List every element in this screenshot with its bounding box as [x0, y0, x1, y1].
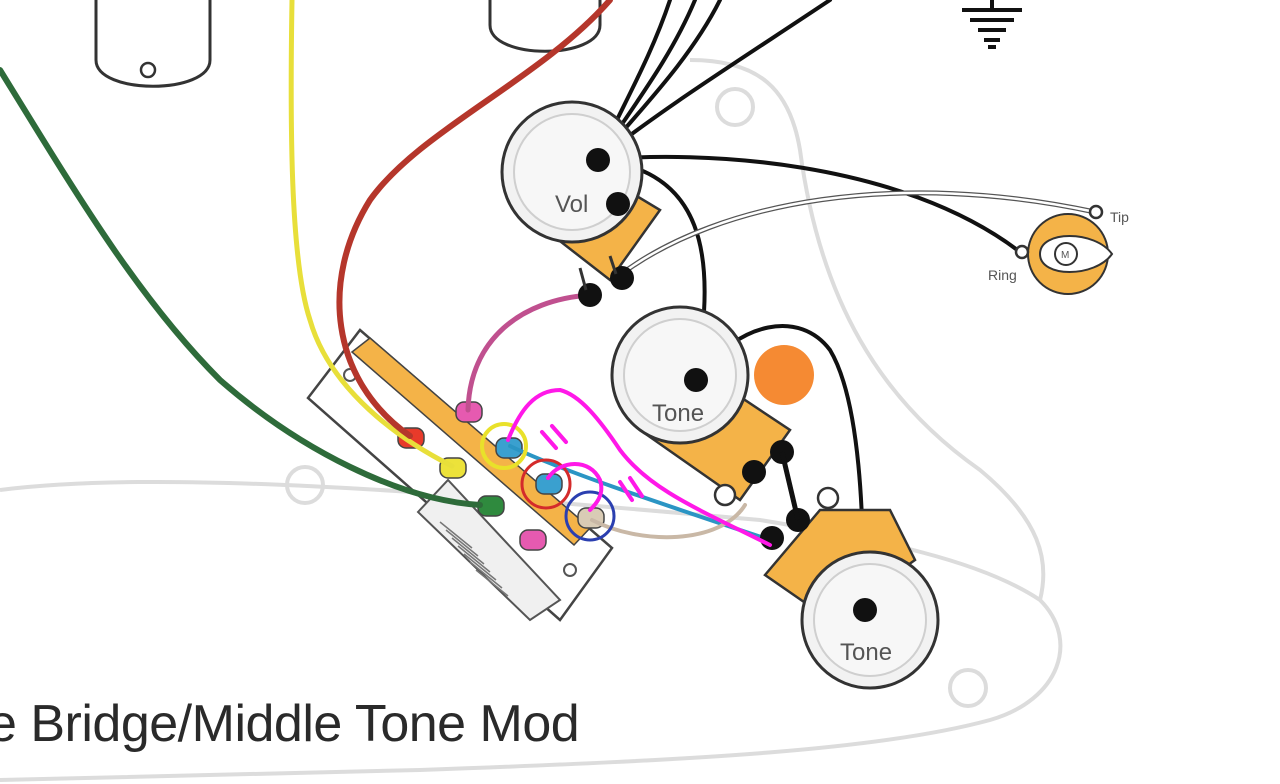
wire-green — [0, 67, 483, 508]
volume-label: Vol — [555, 191, 588, 218]
tone-pot-lower — [760, 451, 940, 690]
pickguard-edge-right — [689, 58, 1046, 601]
screw-hole — [948, 668, 988, 708]
volume-pot — [500, 100, 662, 307]
screw-hole — [285, 465, 325, 505]
jack-center-label: M — [1061, 250, 1069, 261]
jack-ring-label: Ring — [988, 267, 1017, 283]
handwritten-annotation — [506, 388, 772, 547]
ground-icon — [962, 0, 1022, 49]
highlight-circle-blue — [564, 490, 616, 542]
pickup-left — [94, 0, 212, 88]
wire-pink — [465, 292, 593, 413]
highlight-circle-red — [520, 458, 572, 510]
jack-tip-label: Tip — [1110, 209, 1129, 225]
capacitor — [754, 345, 814, 405]
tone-pot-upper — [610, 305, 794, 507]
wire-red — [336, 0, 613, 439]
screw-hole — [715, 87, 755, 127]
pickguard-outline — [0, 479, 1063, 782]
tone-upper-label: Tone — [652, 400, 704, 427]
highlight-circle-yellow — [480, 422, 528, 470]
tone-lower-label: Tone — [840, 639, 892, 666]
output-jack — [1014, 204, 1114, 295]
wire-yellow — [288, 0, 455, 469]
selector-switch — [306, 328, 614, 622]
diagram-caption: e Bridge/Middle Tone Mod — [0, 695, 580, 753]
